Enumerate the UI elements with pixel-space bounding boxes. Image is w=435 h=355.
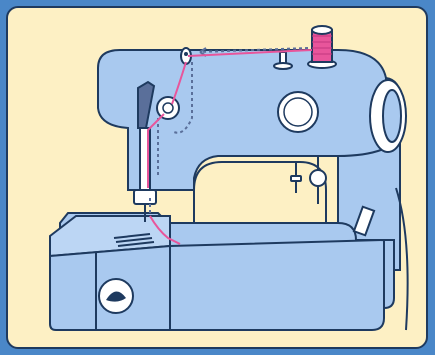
base-right-side [170,240,384,330]
illustration-panel [6,6,428,349]
presser-foot [134,190,156,204]
spool-icon [308,26,336,68]
handwheel-center [383,90,401,142]
tension-dial [157,97,179,119]
sewing-machine-illustration [8,8,428,349]
